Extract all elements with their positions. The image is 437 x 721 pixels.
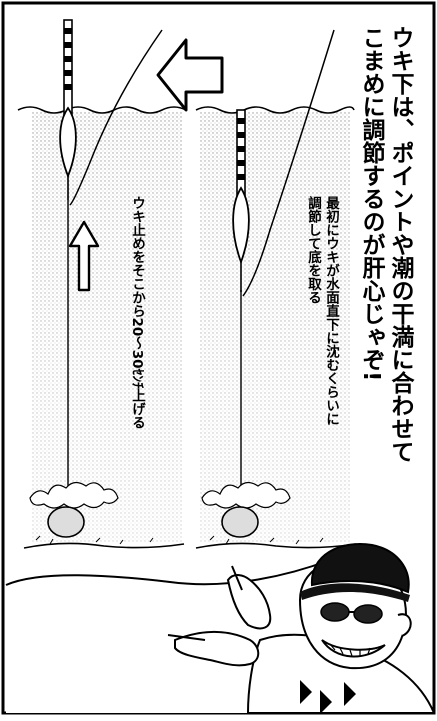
right-fishing-line xyxy=(242,29,335,297)
note-left: ウキ止めをそこから20〜30ｾﾝﾁ上げる xyxy=(129,196,145,430)
right-seabed xyxy=(195,481,357,549)
left-seabed xyxy=(23,481,185,549)
left-fishing-line xyxy=(69,29,163,206)
right-float-icon xyxy=(232,109,250,292)
left-arrow-icon xyxy=(156,38,224,112)
left-float-icon xyxy=(59,19,77,200)
character-old-man xyxy=(167,543,436,714)
note-right-line-1: 最初にウキが水面直下に沈むくらいに xyxy=(323,196,339,426)
note-right-line-2: 調節して底を取る xyxy=(305,196,321,304)
left-water-column xyxy=(17,106,187,542)
up-arrow-icon xyxy=(68,220,100,292)
heading-line-1: ウキ下は、ポイントや潮の干満に合わせて xyxy=(387,26,413,463)
speech-bubble-edge xyxy=(5,559,331,586)
heading-line-2: こまめに調節するのが肝心じゃぞ! xyxy=(358,26,384,382)
right-water-column xyxy=(195,106,355,542)
